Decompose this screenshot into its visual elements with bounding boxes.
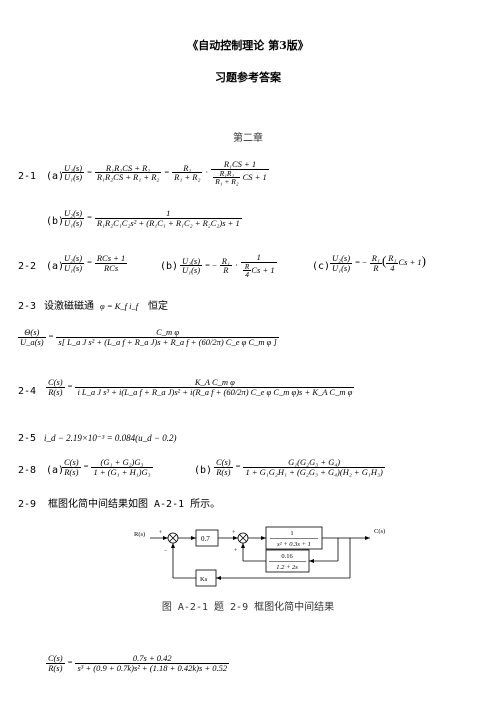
problem-number: 2-1 [18,171,37,182]
part-tag: (a) [46,261,65,272]
input-label: R(s) [134,531,145,538]
chapter-heading: 第二章 [233,133,263,144]
part-tag: (b) [46,216,65,227]
part-tag: (b) [194,465,213,476]
part-tag: (b) [160,261,179,272]
flux-formula: φ = K_f i_f [100,301,139,311]
plant-denominator: s² + 0.3s + 1 [277,541,311,548]
part-tag: (a) [46,465,65,476]
answers-subtitle: 习题参考答案 [215,71,281,84]
problem-number: 2-9 [18,499,37,510]
output-label: C(s) [374,528,385,535]
equation-2-5: i_d − 2.19×10⁻³ = 0.084(u_d − 0.2) [44,433,177,443]
book-title: 《自动控制理论 第3版》 [187,39,309,52]
figure-caption: 图 A-2-1 题 2-9 框图化简中间结果 [161,602,335,613]
problem-text: 恒定 [148,301,168,312]
equation-2-8b: C(s)R(s)=G₁(G₂G₃ + G₄)1 + G₁G₂H₁ + (G₂G₃… [214,457,385,477]
inner-fb-denominator: 1.2 + 2s [276,564,298,571]
problem-text: 设激磁磁通 [44,301,94,312]
problem-number: 2-2 [18,261,37,272]
problem-text: 框图化简中间结果如图 A-2-1 所示。 [48,499,221,510]
problem-number: 2-3 [18,301,37,312]
problem-number: 2-4 [18,386,37,397]
part-tag: (a) [46,171,65,182]
part-tag: (c) [312,261,331,272]
gain-value: 0.7 [201,535,210,543]
sign: + [234,548,238,554]
sign: + [159,530,163,536]
problem-number: 2-8 [18,465,37,476]
plant-numerator: 1 [290,530,293,537]
inner-fb-numerator: 0.16 [281,553,293,560]
problem-number: 2-5 [18,433,37,444]
sign: − [164,548,168,554]
feedback-gain: Ks [200,576,208,583]
sign: + [232,530,236,536]
